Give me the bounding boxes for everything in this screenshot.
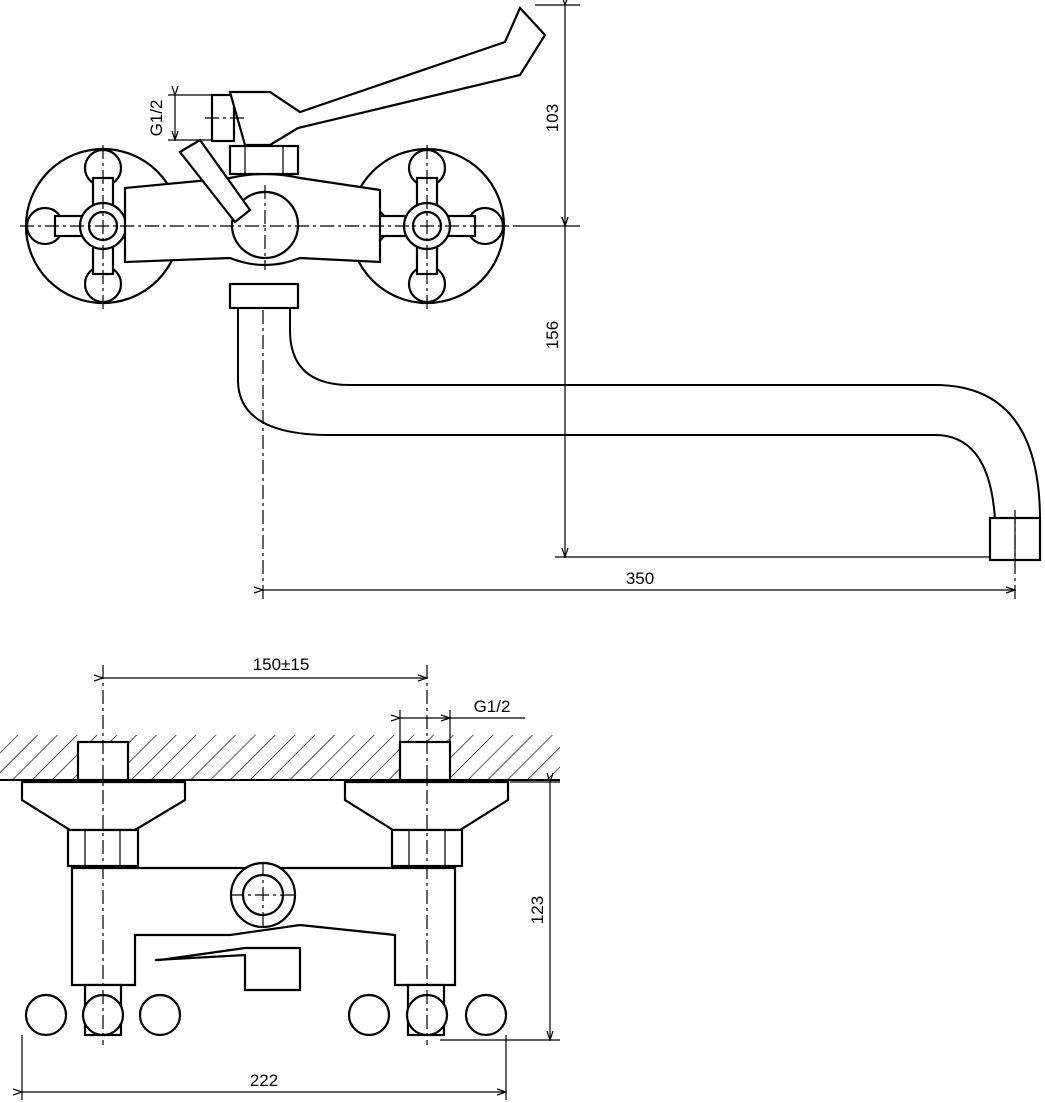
diverter-lever bbox=[178, 138, 252, 224]
dim-350: 350 bbox=[626, 569, 654, 588]
spout bbox=[237, 300, 1042, 521]
dim-222: 222 bbox=[250, 1071, 278, 1090]
dim-123: 123 bbox=[528, 896, 547, 924]
thread-label-top: G1/2 bbox=[147, 100, 166, 137]
front-view: 103 156 350 G1/2 bbox=[20, 5, 1042, 600]
dim-150: 150±15 bbox=[253, 655, 310, 674]
top-nut bbox=[228, 144, 300, 176]
lever-arm bbox=[228, 6, 547, 147]
dim-156: 156 bbox=[543, 321, 562, 349]
bottom-nut bbox=[228, 282, 300, 310]
thread-label-bottom: G1/2 bbox=[474, 697, 511, 716]
dim-103: 103 bbox=[543, 104, 562, 132]
plan-view: 150±15 G1/2 123 222 bbox=[0, 655, 560, 1100]
